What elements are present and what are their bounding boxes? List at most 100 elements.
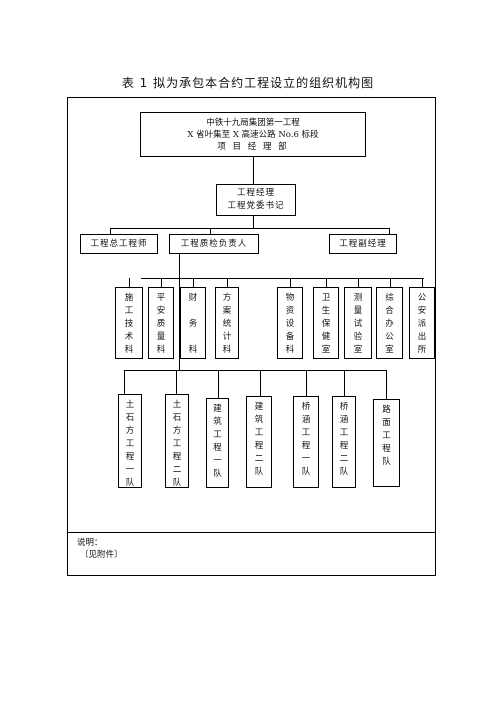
department-char: 资 (285, 306, 295, 316)
department-char: 综 (385, 293, 394, 303)
team-box: 桥涵工程二队 (332, 396, 356, 488)
team-char: 二 (339, 454, 349, 464)
department-char: 所 (417, 345, 427, 355)
connector-line (129, 278, 130, 287)
team-char: 桥 (339, 402, 349, 412)
project-headquarters-box: 中铁十九局集团第一工程 X 省叶集至 X 高速公路 No.6 标段 项 目 经 … (140, 112, 366, 157)
team-char: 程 (339, 441, 349, 451)
team-char: 一 (301, 454, 311, 464)
department-char: 安 (417, 306, 427, 316)
department-char: 合 (385, 306, 394, 316)
team-char: 建 (213, 404, 222, 414)
team-char: 程 (301, 441, 311, 451)
connector-line (227, 278, 228, 287)
department-char (181, 331, 205, 344)
connector-line (326, 278, 327, 287)
team-char: 方 (172, 426, 182, 436)
department-box: 物资设备科 (277, 287, 303, 359)
department-char: 设 (285, 319, 295, 329)
department-char: 公 (417, 293, 427, 303)
team-char: 桥 (301, 402, 311, 412)
hq-line-3: 项 目 经 理 部 (217, 142, 289, 152)
team-box: 路面工程队 (373, 399, 400, 487)
connector-line (110, 228, 111, 234)
department-box: 公安派出所 (409, 287, 435, 359)
department-char: 术 (124, 332, 134, 342)
department-char: 健 (321, 332, 331, 342)
team-char: 队 (172, 478, 182, 488)
diagram-frame (67, 97, 436, 576)
team-char: 一 (125, 465, 135, 475)
connector-line (218, 370, 219, 398)
connector-line (161, 278, 162, 287)
team-char: 程 (213, 443, 222, 453)
department-char: 室 (385, 345, 394, 355)
department-char: 测 (353, 293, 363, 303)
connector-line (390, 278, 391, 287)
team-char: 工 (172, 439, 182, 449)
hq-line-2: X 省叶集至 X 高速公路 No.6 标段 (187, 130, 319, 140)
project-manager-box: 工程经理 工程党委书记 (216, 184, 296, 216)
department-char: 卫 (321, 293, 331, 303)
connector-line (110, 228, 390, 229)
department-char: 生 (321, 306, 331, 316)
connector-line (358, 278, 359, 287)
department-char: 财 (188, 293, 198, 303)
chief-engineer-box: 工程总工程师 (80, 234, 158, 254)
team-char: 队 (301, 467, 311, 477)
team-char: 队 (382, 457, 391, 467)
department-char: 验 (353, 332, 363, 342)
quality-inspection-box: 工程质检负责人 (169, 234, 259, 254)
department-char: 室 (353, 345, 363, 355)
department-box: 方案统计科 (215, 287, 239, 359)
department-char: 试 (353, 319, 363, 329)
department-box: 财 务 科 (180, 287, 206, 359)
department-char: 科 (285, 345, 295, 355)
department-char: 量 (353, 306, 363, 316)
department-char: 技 (124, 319, 134, 329)
manager-line-1: 工程经理 (236, 188, 275, 198)
team-char: 工 (125, 439, 135, 449)
department-char: 施 (124, 293, 134, 303)
department-char: 工 (124, 306, 134, 316)
department-box: 综合办公室 (376, 287, 403, 359)
department-char: 备 (285, 332, 295, 342)
team-char: 土 (172, 400, 182, 410)
connector-line (124, 370, 125, 394)
team-char: 工 (339, 428, 349, 438)
team-char: 程 (254, 441, 264, 451)
department-char: 出 (417, 332, 427, 342)
department-char: 质 (156, 319, 166, 329)
connector-line (253, 157, 254, 184)
team-char: 队 (339, 467, 349, 477)
connector-line (176, 370, 177, 394)
team-char: 程 (125, 452, 135, 462)
department-box: 施工技术科 (115, 287, 143, 359)
team-char: 队 (213, 469, 222, 479)
department-char: 公 (385, 332, 394, 342)
department-char: 保 (321, 319, 331, 329)
hq-line-1: 中铁十九局集团第一工程 (206, 118, 300, 128)
department-box: 平安质量科 (148, 287, 174, 359)
department-char: 物 (285, 293, 295, 303)
connector-line (290, 278, 291, 287)
team-char: 面 (382, 418, 391, 428)
deputy-manager-box: 工程副经理 (329, 234, 397, 254)
connector-line (210, 228, 211, 234)
team-char: 程 (382, 444, 391, 454)
department-char: 办 (385, 319, 394, 329)
team-char: 方 (125, 426, 135, 436)
team-char: 涵 (301, 415, 311, 425)
department-char: 派 (417, 319, 427, 329)
team-char: 工 (213, 430, 222, 440)
team-char: 路 (382, 405, 391, 415)
team-char: 土 (125, 400, 135, 410)
connector-line (124, 370, 387, 371)
connector-line (386, 370, 387, 399)
notes-text: 〔见附件〕 (80, 550, 123, 560)
team-char: 工 (382, 431, 391, 441)
connector-line (344, 370, 345, 396)
department-char: 科 (222, 345, 232, 355)
connector-line (422, 278, 423, 287)
connector-line (260, 370, 261, 396)
